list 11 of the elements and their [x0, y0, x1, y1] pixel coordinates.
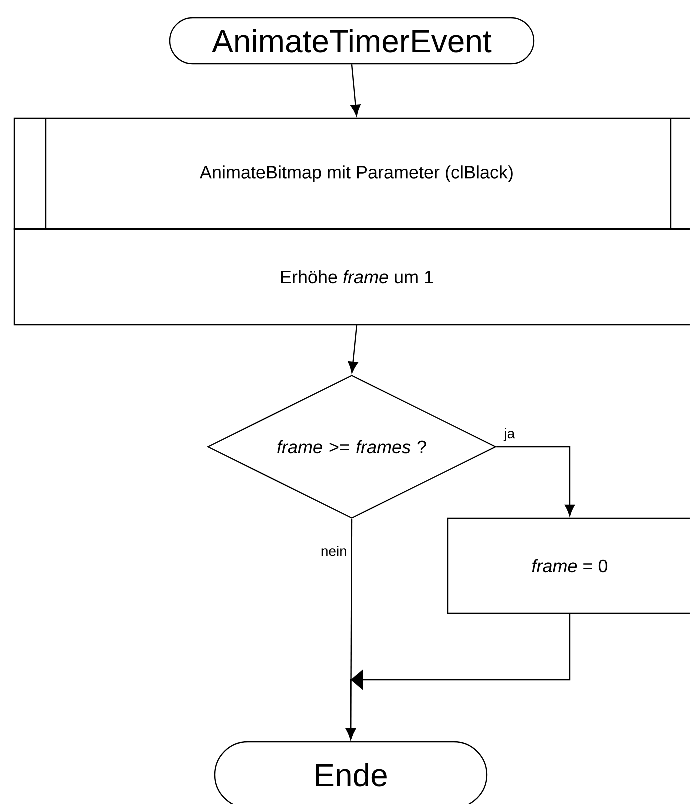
- process-terminal: Ende: [214, 741, 488, 804]
- arrow: [348, 326, 358, 374]
- process-box: Erhöhe frame um 1: [14, 228, 690, 326]
- edge-label: ja: [504, 428, 516, 442]
- arrow: [350, 64, 361, 116]
- arrow: [346, 614, 571, 740]
- process-terminal: AnimateTimerEvent: [169, 17, 535, 65]
- edge-label: nein: [322, 546, 346, 556]
- process-box: frame = 0: [447, 518, 690, 614]
- subroutine-box: AnimateBitmap mit Parameter (clBlack): [14, 118, 690, 230]
- arrow: [496, 446, 575, 516]
